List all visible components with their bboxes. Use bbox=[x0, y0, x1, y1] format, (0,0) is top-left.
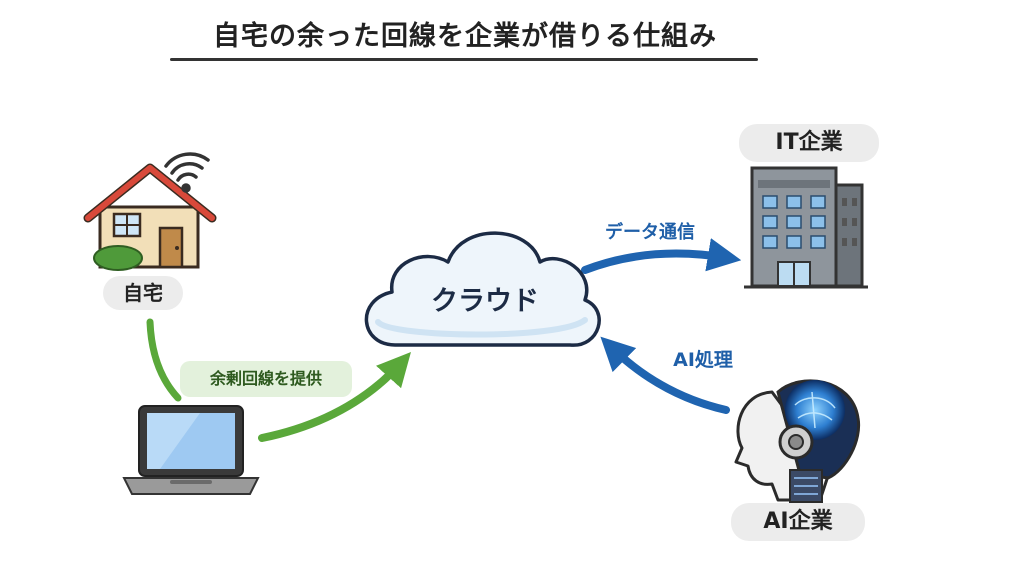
arrow-laptop-to-cloud bbox=[258, 351, 411, 442]
ai-processing-label: AI処理 bbox=[673, 349, 733, 371]
building-icon bbox=[744, 166, 868, 289]
data-traffic-label: データ通信 bbox=[605, 222, 695, 243]
home-laptop-connector bbox=[146, 318, 182, 402]
cloud-icon bbox=[364, 231, 601, 347]
wifi-icon bbox=[164, 152, 210, 193]
laptop-icon bbox=[122, 405, 260, 495]
home-label: 自宅 bbox=[103, 276, 183, 310]
arrow-cloud-to-it bbox=[581, 238, 742, 274]
page-title: 自宅の余った回線を企業が借りる仕組み bbox=[213, 21, 717, 52]
it-company-label: IT企業 bbox=[739, 124, 879, 162]
house-icon bbox=[83, 163, 217, 271]
ai-head-icon bbox=[734, 379, 861, 503]
ai-company-label: AI企業 bbox=[731, 503, 865, 541]
arrow-ai-to-cloud bbox=[600, 336, 730, 414]
surplus-line-label: 余剰回線を提供 bbox=[180, 361, 352, 397]
cloud-label: クラウド bbox=[431, 286, 539, 317]
title-underline bbox=[170, 58, 758, 61]
